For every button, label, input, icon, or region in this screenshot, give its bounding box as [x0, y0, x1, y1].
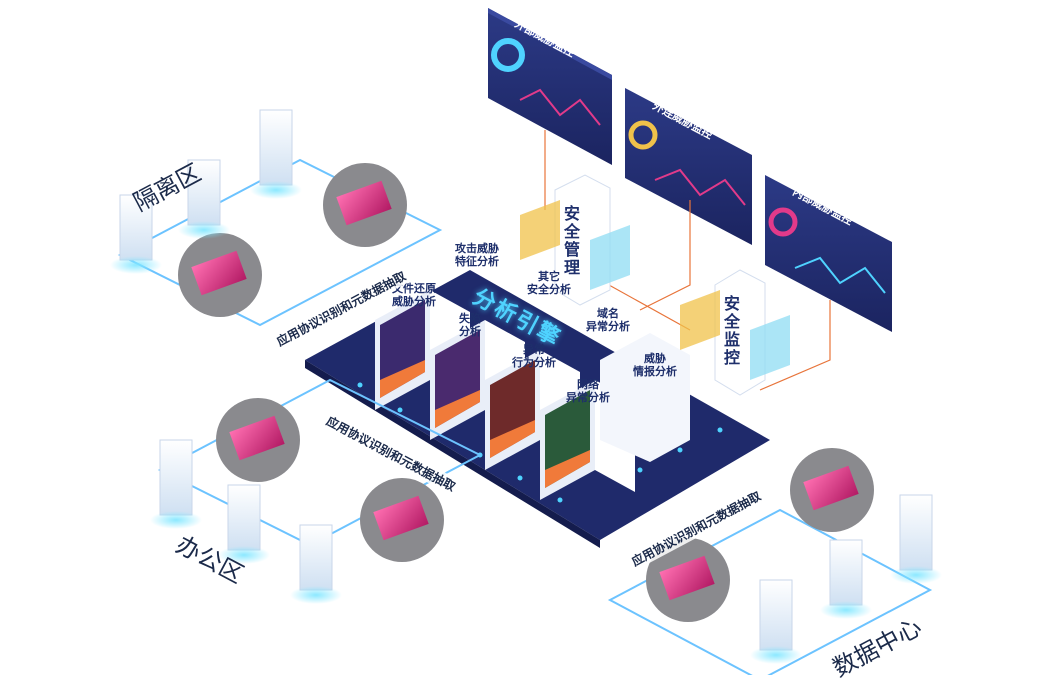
module-file-restore: 文件还原 威胁分析	[392, 282, 436, 308]
module-domain-abnormal: 域名 异常分析	[586, 307, 630, 333]
tower-security-management	[520, 174, 630, 306]
dashboard-internal	[765, 175, 892, 332]
zone-datacenter	[607, 508, 933, 675]
module-other-security: 其它 安全分析	[527, 270, 571, 296]
server-glows	[110, 181, 942, 664]
chip-globes	[178, 163, 874, 622]
module-network-abnormal: 网络 异常分析	[566, 378, 610, 404]
module-abnormal-behavior: 异常 行为分析	[512, 343, 556, 369]
orange-links	[544, 130, 831, 391]
module-threat-intel: 威胁 情报分析	[633, 352, 677, 378]
dashboard-outbound	[625, 88, 752, 245]
engine-cabinets	[375, 290, 690, 500]
tower-label-security-monitoring: 安全监控	[721, 295, 740, 367]
tower-security-monitoring	[680, 269, 790, 396]
tower-label-security-management: 安全管理	[561, 205, 580, 277]
module-lost-host: 失陷 分析	[459, 312, 481, 338]
dashboard-external	[488, 8, 612, 165]
module-attack-threat: 攻击威胁 特征分析	[455, 242, 499, 268]
